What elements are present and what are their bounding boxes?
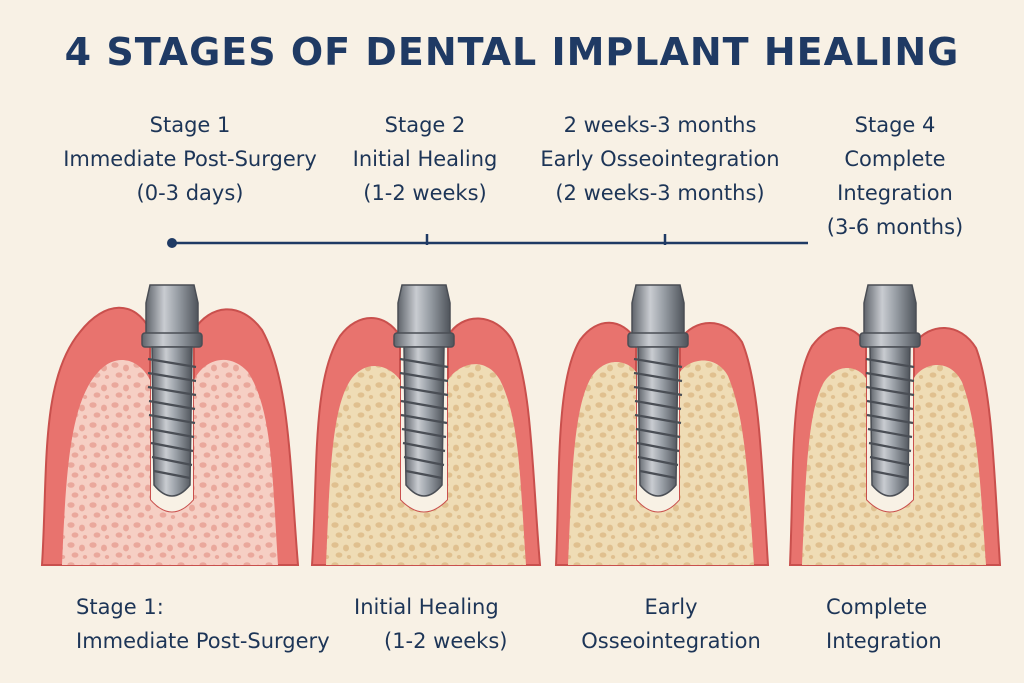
stage-3-bottom-label: Early Osseointegration (566, 590, 776, 658)
page-title: 4 STAGES OF DENTAL IMPLANT HEALING (64, 30, 960, 74)
stage-4-implant (858, 283, 922, 498)
stage-2-name: Initial Healing (352, 147, 498, 171)
stage-1-bottom-label: Stage 1: Immediate Post-Surgery (76, 590, 330, 658)
stage-4-bottom-line-1: Complete (826, 595, 928, 619)
stage-3-top-label: 2 weeks-3 months Early Osseointegration … (520, 108, 800, 210)
stage-4-heading: Stage 4 (854, 113, 936, 137)
stage-2-duration: (1-2 weeks) (363, 181, 487, 205)
stage-3-bottom-line-1: Early (644, 595, 698, 619)
stage-4-name-1: Complete (844, 147, 946, 171)
stage-2-bottom-label: Initial Healing (1-2 weeks) (354, 590, 507, 658)
stage-3-heading: 2 weeks-3 months (563, 113, 757, 137)
stage-4-name-2: Integration (837, 181, 953, 205)
stage-1-name: Immediate Post-Surgery (63, 147, 317, 171)
stage-2-bone (326, 364, 526, 565)
stage-2-bottom-line-2: (1-2 weeks) (384, 629, 508, 653)
stage-2-bottom-line-1: Initial Healing (354, 595, 499, 619)
stage-1-heading: Stage 1 (149, 113, 231, 137)
stage-3-name: Early Osseointegration (540, 147, 780, 171)
stage-4-top-label: Stage 4 Complete Integration (3-6 months… (810, 108, 980, 244)
stage-1-bone (62, 359, 278, 565)
stage-2-implant (392, 283, 456, 498)
stage-3-bone (568, 360, 754, 565)
stage-4-bottom-label: Complete Integration (826, 590, 942, 658)
stage-1-bottom-line-2: Immediate Post-Surgery (76, 629, 330, 653)
stage-4-duration: (3-6 months) (826, 215, 964, 239)
stage-4-illustration (788, 283, 1002, 566)
stage-2-heading: Stage 2 (384, 113, 466, 137)
stage-4-bottom-line-2: Integration (826, 629, 942, 653)
stage-1-duration: (0-3 days) (136, 181, 244, 205)
stage-4-bone (802, 365, 986, 565)
stage-1-top-label: Stage 1 Immediate Post-Surgery (0-3 days… (40, 108, 340, 210)
stage-3-duration: (2 weeks-3 months) (555, 181, 765, 205)
timeline (167, 234, 808, 248)
stage-1-illustration (40, 283, 300, 566)
stage-2-illustration (310, 283, 542, 566)
stage-3-illustration (554, 283, 770, 566)
stage-2-top-label: Stage 2 Initial Healing (1-2 weeks) (340, 108, 510, 210)
stage-3-bottom-line-2: Osseointegration (581, 629, 761, 653)
stage-1-bottom-line-1: Stage 1: (76, 595, 164, 619)
timeline-start-dot (167, 238, 177, 248)
